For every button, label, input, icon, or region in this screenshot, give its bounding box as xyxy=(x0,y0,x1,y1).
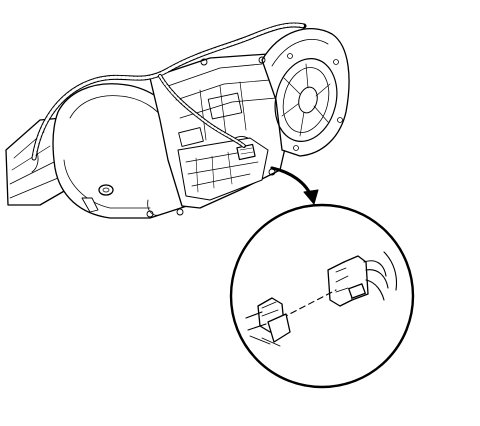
drain-bolt xyxy=(98,184,114,196)
bell-housing xyxy=(261,28,350,157)
transmission-side-connector xyxy=(245,297,291,347)
magnified-detail-circle xyxy=(229,203,415,389)
valve-body-area xyxy=(177,137,269,201)
wiring-harness xyxy=(31,22,307,161)
harness-side-connector xyxy=(327,251,398,307)
alignment-line xyxy=(281,289,337,319)
curved-arrow-icon xyxy=(270,166,319,205)
transmission-assembly xyxy=(5,28,350,219)
